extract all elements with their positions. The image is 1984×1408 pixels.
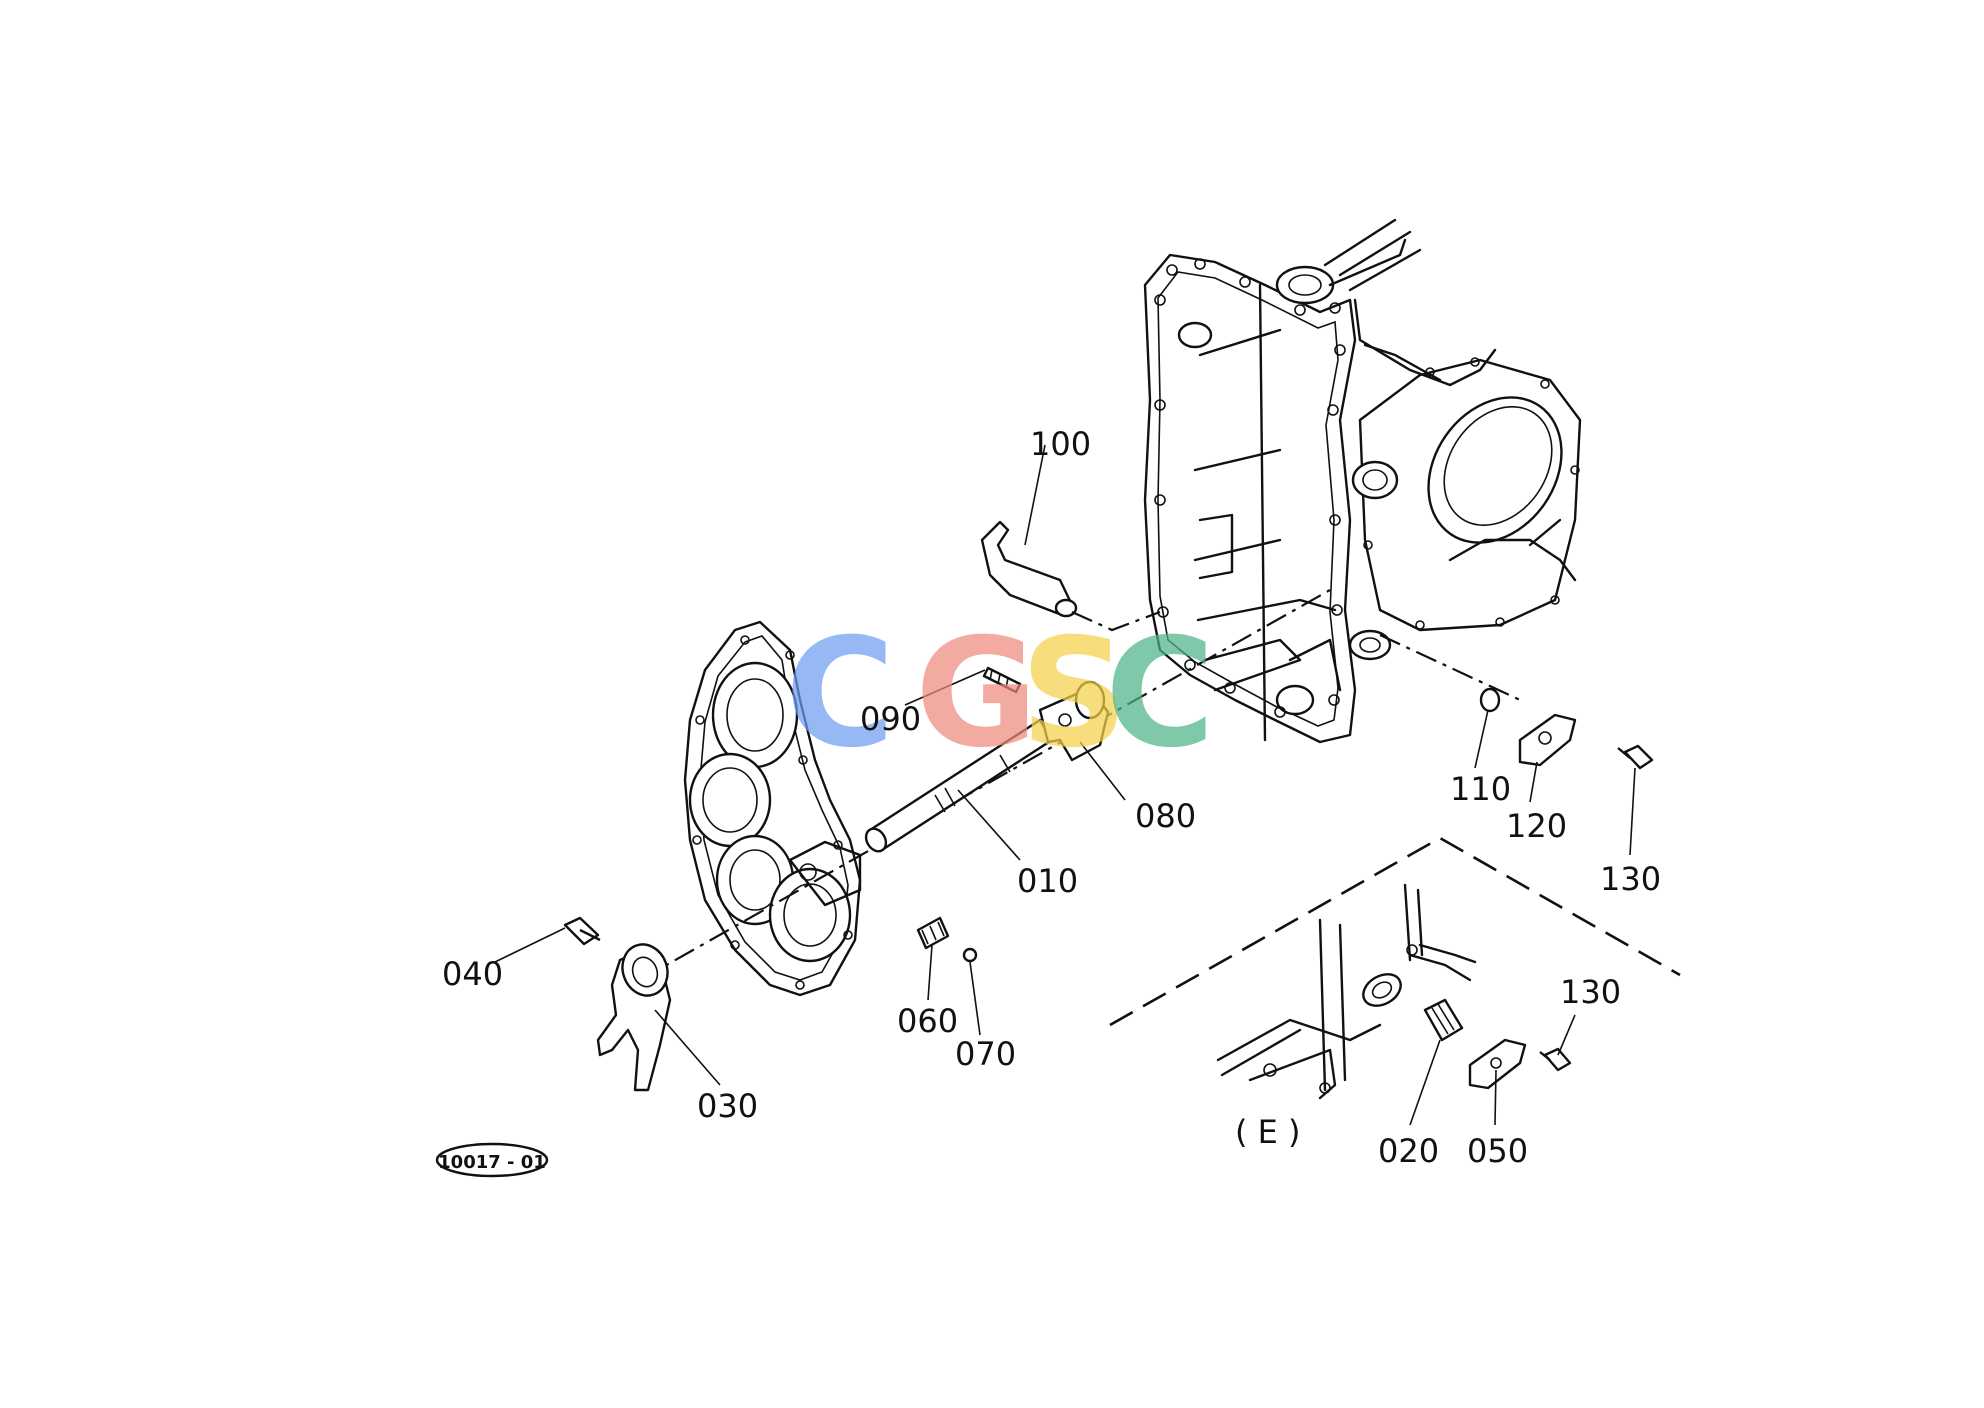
- diagram-code-badge: 10017 - 01: [435, 1142, 549, 1178]
- diagram-code: 10017 - 01: [438, 1152, 546, 1173]
- leader-lines: [494, 444, 1636, 1126]
- watermark: C G S C: [785, 607, 1215, 781]
- watermark-letter-1: C: [785, 607, 895, 781]
- shift-shaft-assembly: [563, 520, 1654, 1092]
- callout-120: 120: [1506, 807, 1567, 845]
- detail-view-label: ( E ): [1235, 1113, 1301, 1151]
- callout-080: 080: [1135, 797, 1196, 835]
- watermark-letter-4: C: [1105, 607, 1215, 781]
- detail-view-e: [1109, 836, 1681, 1100]
- watermark-letter-3: S: [1020, 607, 1128, 781]
- watermark-letter-2: G: [915, 607, 1038, 781]
- transmission-case: [1143, 218, 1582, 744]
- callout-130-upper: 130: [1600, 860, 1661, 898]
- callout-050: 050: [1467, 1132, 1528, 1170]
- callout-130-lower: 130: [1560, 973, 1621, 1011]
- callout-110: 110: [1450, 770, 1511, 808]
- callout-040: 040: [442, 955, 503, 993]
- callout-070: 070: [955, 1035, 1016, 1073]
- gear-housing-cover: [683, 620, 862, 997]
- callout-010: 010: [1017, 862, 1078, 900]
- callout-090: 090: [860, 700, 921, 738]
- callout-060: 060: [897, 1002, 958, 1040]
- callout-020: 020: [1378, 1132, 1439, 1170]
- callout-100: 100: [1030, 425, 1091, 463]
- callout-labels: 100 090 080 010 040 030 060 070 110 120 …: [442, 425, 1661, 1170]
- callout-030: 030: [697, 1087, 758, 1125]
